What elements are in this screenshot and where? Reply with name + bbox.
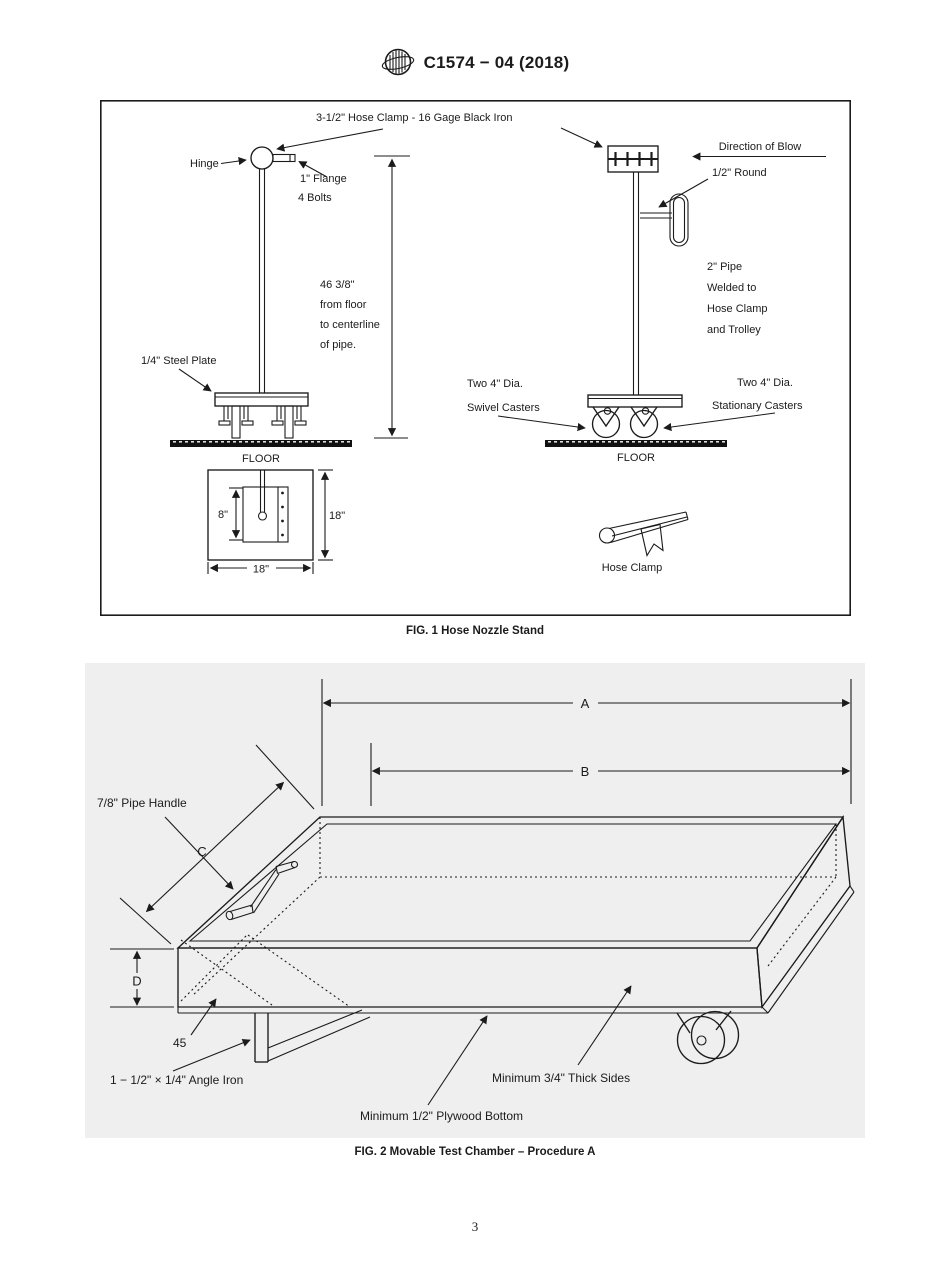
label-height-4: of pipe. (320, 339, 356, 351)
page-number: 3 (471, 1219, 479, 1234)
label-pipe-2: Welded to (707, 282, 756, 294)
fig1-hose-nozzle-stand-drawing: 3-1/2" Hose Clamp - 16 Gage Black Iron H… (100, 100, 851, 616)
label-thick-sides: Minimum 3/4" Thick Sides (492, 1071, 630, 1085)
anchor-bolt-left (218, 405, 254, 439)
half-round-handle (669, 193, 689, 247)
label-floor-right: FLOOR (617, 452, 655, 464)
label-floor-left: FLOOR (242, 453, 280, 465)
label-flange: 1" Flange (300, 173, 347, 185)
label-dim-18-bottom: 18" (253, 564, 269, 576)
floor-bar-left (170, 440, 352, 447)
label-dim-c: C (197, 844, 206, 859)
label-hinge: Hinge (190, 158, 219, 170)
label-angle-iron: 1 − 1/2" × 1/4" Angle Iron (110, 1073, 243, 1087)
label-height-3: to centerline (320, 319, 380, 331)
angle-iron-support (254, 1009, 371, 1063)
label-dim-d: D (132, 974, 141, 989)
label-swivel-2: Swivel Casters (467, 402, 540, 414)
label-height-2: from floor (320, 299, 367, 311)
label-pipe-4: and Trolley (707, 324, 761, 336)
label-pipe-handle: 7/8" Pipe Handle (97, 796, 187, 810)
label-brace-angle: 45 (173, 1036, 187, 1050)
label-plywood-bottom: Minimum 1/2" Plywood Bottom (360, 1109, 523, 1123)
label-steel-plate: 1/4" Steel Plate (141, 355, 216, 367)
label-height-1: 46 3/8" (320, 279, 355, 291)
steel-plate (214, 392, 309, 407)
standard-code: C1574 − 04 (2018) (423, 53, 570, 72)
label-bolts: 4 Bolts (298, 192, 332, 204)
label-direction-of-blow: Direction of Blow (719, 141, 802, 153)
fig1-caption: FIG. 1 Hose Nozzle Stand (405, 625, 545, 637)
flange-bar (272, 153, 296, 163)
hose-clamp-detail-drawing (598, 511, 689, 557)
label-hose-clamp-spec: 3-1/2" Hose Clamp - 16 Gage Black Iron (316, 112, 513, 124)
label-dim-8: 8" (218, 509, 228, 521)
fig1-border (100, 100, 851, 616)
astm-logo-icon (381, 48, 414, 76)
fig2-dimensions-ab (321, 679, 852, 806)
anchor-bolt-right (271, 405, 307, 439)
fig1-base-plan-view (207, 469, 333, 574)
label-pipe-3: Hose Clamp (707, 303, 768, 315)
label-dim-b: B (581, 764, 590, 779)
label-half-round: 1/2" Round (712, 167, 767, 179)
page-header: C1574 − 04 (2018) (0, 46, 950, 80)
label-swivel-1: Two 4" Dia. (467, 378, 523, 390)
fig2-caption: FIG. 2 Movable Test Chamber – Procedure … (354, 1146, 596, 1158)
label-dim-a: A (581, 696, 590, 711)
label-stationary-2: Stationary Casters (712, 400, 803, 412)
fig2-dimension-d (110, 948, 174, 1008)
label-pipe-1: 2" Pipe (707, 261, 742, 273)
fig1-right-stand (497, 127, 826, 447)
label-dim-18-side: 18" (329, 510, 345, 522)
fig2-dimension-c (119, 744, 315, 945)
label-hose-clamp-detail: Hose Clamp (602, 562, 663, 574)
fig2-movable-test-chamber-drawing: A B C D 7/8" Pipe Handle 45 1 − 1/2" × 1… (85, 663, 865, 1138)
fig1-left-stand (170, 128, 410, 447)
trolley-plate (587, 394, 683, 408)
caster-wheel (676, 1010, 740, 1065)
floor-bar-right (545, 440, 727, 447)
label-stationary-1: Two 4" Dia. (737, 377, 793, 389)
fig2-background (85, 663, 865, 1138)
